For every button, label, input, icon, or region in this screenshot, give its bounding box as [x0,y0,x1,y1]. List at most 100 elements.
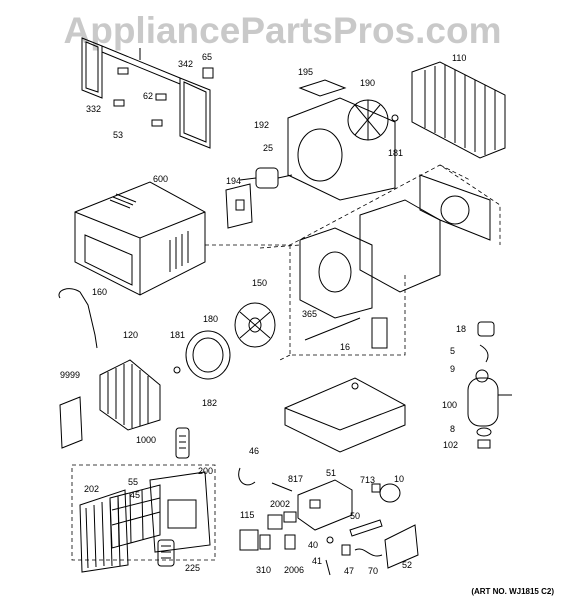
evaporator-coil-120 [99,359,161,431]
louver-225 [157,539,175,567]
bracket-53 [113,67,167,127]
part-label-192: 192 [254,120,270,130]
cabinet-600 [74,181,206,296]
part-label-2002: 2002 [270,499,291,509]
part-label-16: 16 [340,342,351,352]
cover-52 [384,524,419,569]
part-label-52: 52 [402,560,413,570]
part-label-45: 45 [130,490,141,500]
part-label-713: 713 [360,475,376,485]
side-panel-342 [179,77,211,149]
clip-65 [202,67,214,79]
part-label-115: 115 [240,510,255,520]
blower-wheel-190 [347,99,389,141]
bracket-50 [349,519,383,537]
dashed-guides [71,164,501,561]
condenser-coil-110 [411,61,506,159]
part-label-9: 9 [450,364,456,374]
part-label-342: 342 [178,59,194,69]
scroll-housing-192 [287,79,396,201]
part-label-110: 110 [452,53,467,63]
part-label-600: 600 [153,174,169,184]
control-bracket-16 [304,317,388,349]
part-label-100: 100 [442,400,458,410]
part-label-55: 55 [128,477,139,487]
shroud-ring-182 [185,330,231,380]
part-label-160: 160 [92,287,108,297]
part-label-120: 120 [123,330,139,340]
part-label-181-upper: 181 [388,148,404,158]
part-label-194: 194 [226,176,242,186]
thermostat-2006 [284,534,296,550]
compressor-100 [467,369,512,427]
part-label-1000: 1000 [136,435,157,445]
capillary-tube-160 [58,288,98,349]
part-label-817: 817 [288,474,304,484]
art-number: (ART NO. WJ1815 C2) [471,587,554,596]
rod-365 [304,317,361,341]
capacitor-10 [379,483,401,503]
condenser-fan-180 [234,302,276,348]
knob-310 [259,534,271,550]
part-label-40: 40 [308,540,319,550]
switch-2002 [267,511,297,530]
bracket-195 [298,79,347,97]
part-label-365: 365 [302,309,318,319]
cabinet-vents [109,193,189,272]
part-label-8: 8 [450,424,456,434]
fitting-9 [475,369,489,383]
part-label-190: 190 [360,78,376,88]
motor-mount-194 [225,183,253,229]
part-label-51: 51 [326,468,337,478]
fitting-102 [477,439,491,449]
part-label-25: 25 [263,143,274,153]
part-label-225: 225 [185,563,201,573]
base-pan [284,377,406,453]
harness-46 [238,467,256,486]
part-label-180: 180 [203,314,219,324]
part-label-332: 332 [86,104,102,114]
part-label-2006: 2006 [284,565,305,575]
board-115 [239,529,259,551]
part-label-53: 53 [113,130,124,140]
grommet-8 [476,427,492,437]
control-box-51 [297,479,353,531]
watermark: AppliancePartsPros.com [63,10,502,51]
screw-181a [391,114,399,122]
part-label-150: 150 [252,278,268,288]
remote-1000 [175,427,190,459]
front-frame-200 [149,471,211,553]
fan-motor-25 [239,167,293,189]
part-label-195: 195 [298,67,314,77]
cord-70 [354,548,383,557]
shroud-assembly [359,174,491,293]
clip-713 [371,483,381,493]
screw-181b [173,366,181,374]
part-label-47: 47 [344,566,355,576]
part-label-200: 200 [198,466,214,476]
part-label-202: 202 [84,484,100,494]
part-label-5: 5 [450,346,456,356]
part-label-9999: 9999 [60,370,81,380]
part-label-70: 70 [368,566,379,576]
part-label-182: 182 [202,398,218,408]
overload-18 [477,321,495,337]
rail-62 [101,45,181,85]
part-label-102: 102 [443,440,459,450]
clip-47 [341,544,351,556]
wire-817 [271,482,293,492]
part-label-62: 62 [143,91,154,101]
part-label-310: 310 [256,565,272,575]
part-label-50: 50 [350,511,361,521]
screw-40 [326,536,334,544]
part-label-65: 65 [202,52,213,62]
screw-41 [325,559,331,576]
side-panel-332 [81,37,103,99]
part-label-18: 18 [456,324,467,334]
manual-9999 [59,396,83,449]
part-label-46: 46 [249,446,260,456]
tube-5 [479,344,489,363]
filter-55 [109,484,161,549]
